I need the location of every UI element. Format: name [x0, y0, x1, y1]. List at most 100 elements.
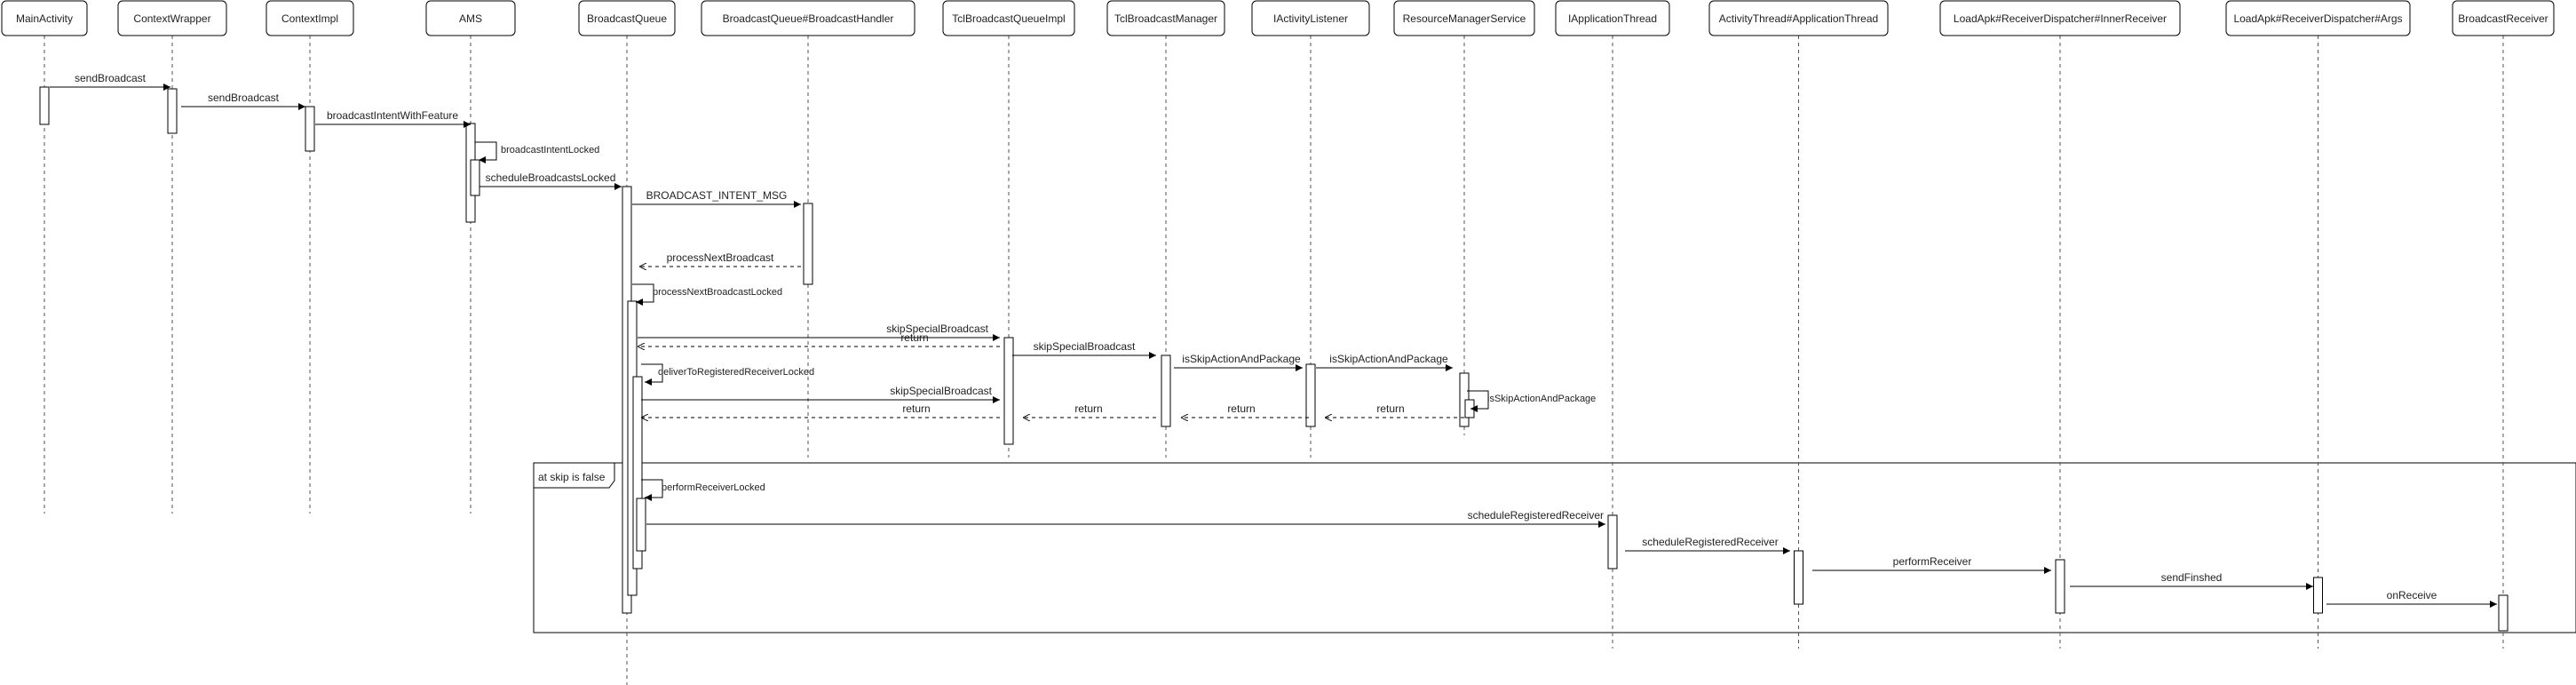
self-message-arrow	[1467, 390, 1489, 412]
activation-bqh	[803, 203, 813, 285]
activation-args	[2313, 577, 2323, 614]
message-11: isSkipActionAndPackage	[1174, 353, 1303, 371]
messages: sendBroadcast sendBroadcast broadcastInten…	[50, 72, 2497, 608]
activation-ams	[470, 159, 480, 196]
activation-bars	[39, 86, 2509, 632]
activation-bq	[636, 498, 646, 552]
participant-box	[117, 0, 227, 36]
participant-label: LoadApk#ReceiverDispatcher#InnerReceiver	[1954, 12, 2167, 25]
message-label: return	[900, 331, 928, 344]
message-label: performReceiverLocked	[662, 482, 765, 493]
participant-bq: BroadcastQueue	[578, 0, 676, 36]
participant-label: ActivityThread#ApplicationThread	[1719, 12, 1878, 25]
message-label: scheduleRegisteredReceiver	[1642, 536, 1778, 548]
message-5: BROADCAST_INTENT_MSG	[632, 189, 801, 208]
message-label: processNextBroadcastLocked	[653, 287, 782, 298]
message-label: isSkipActionAndPackage	[1487, 394, 1596, 404]
message-16: return	[1325, 402, 1464, 418]
message-7: processNextBroadcastLocked	[632, 283, 782, 306]
message-label: isSkipActionAndPackage	[1182, 353, 1301, 365]
message-label: scheduleRegisteredReceiver	[1468, 509, 1604, 522]
message-label: return	[1227, 402, 1255, 415]
activation-tbqi	[1003, 337, 1014, 445]
message-6: processNextBroadcast	[639, 251, 801, 267]
message-17: return	[1181, 402, 1309, 418]
message-14: deliverToRegisteredReceiverLocked	[641, 363, 814, 386]
message-4: scheduleBroadcastsLocked	[480, 171, 622, 190]
message-label: performReceiver	[1893, 555, 1972, 568]
activation-main	[39, 86, 50, 125]
participant-box	[266, 0, 354, 36]
participant-box	[1708, 0, 1889, 36]
activation-ci	[305, 106, 315, 152]
participant-box	[1393, 0, 1535, 36]
self-message-arrow	[641, 363, 663, 386]
message-label: sendFinshed	[2161, 571, 2223, 584]
participant-box	[2225, 0, 2411, 36]
message-24: sendFinshed	[2070, 571, 2313, 590]
message-3: broadcastIntentLocked	[475, 141, 599, 163]
participant-at: ActivityThread#ApplicationThread	[1708, 0, 1889, 36]
message-label: broadcastIntentLocked	[501, 145, 599, 155]
message-19: return	[641, 402, 1000, 418]
participant-box	[2452, 0, 2555, 36]
participant-label: AMS	[459, 12, 482, 25]
activation-tbm	[1161, 354, 1171, 427]
message-9: return	[638, 331, 1000, 346]
message-label: onReceive	[2387, 589, 2437, 601]
participant-rms: ResourceManagerService	[1393, 0, 1535, 36]
alt-frame-tab	[534, 463, 615, 489]
message-22: scheduleRegisteredReceiver	[1625, 536, 1790, 554]
participant-label: ResourceManagerService	[1403, 12, 1526, 25]
message-label: scheduleBroadcastsLocked	[486, 171, 616, 184]
participant-box	[1106, 0, 1225, 36]
participant-label: ContextImpl	[281, 12, 338, 25]
participant-cw: ContextWrapper	[117, 0, 227, 36]
alt-frame-box	[533, 462, 2576, 633]
message-label: sendBroadcast	[208, 92, 280, 104]
message-label: processNextBroadcast	[667, 251, 774, 264]
self-message-arrow	[641, 479, 663, 501]
participant-label: BroadcastReceiver	[2458, 12, 2548, 25]
activation-ial	[1305, 363, 1316, 427]
alt-frame: at skip is false	[533, 462, 2576, 633]
participant-main: MainActivity	[1, 0, 88, 36]
self-message-arrow	[475, 141, 497, 163]
message-10: skipSpecialBroadcast	[1012, 340, 1156, 359]
message-label: deliverToRegisteredReceiverLocked	[658, 367, 814, 378]
participant-label: MainActivity	[16, 12, 73, 25]
activation-ir	[2055, 559, 2065, 614]
alt-frame-label: at skip is false	[538, 471, 606, 483]
participant-label: IApplicationThread	[1568, 12, 1657, 25]
participant-label: IActivityListener	[1273, 12, 1348, 25]
participant-box	[701, 0, 915, 36]
message-label: broadcastIntentWithFeature	[327, 109, 458, 122]
participant-box	[1, 0, 88, 36]
activation-bq	[632, 376, 643, 570]
message-25: onReceive	[2326, 589, 2497, 608]
participant-ir: LoadApk#ReceiverDispatcher#InnerReceiver	[1939, 0, 2181, 36]
message-label: sendBroadcast	[75, 72, 147, 84]
message-1: sendBroadcast	[181, 92, 305, 110]
participant-ams: AMS	[425, 0, 516, 36]
message-13: isSkipActionAndPackage	[1467, 390, 1596, 412]
message-label: skipSpecialBroadcast	[890, 385, 992, 397]
participant-br: BroadcastReceiver	[2452, 0, 2555, 36]
participant-box	[1251, 0, 1370, 36]
message-label: skipSpecialBroadcast	[1034, 340, 1136, 353]
participant-box	[1939, 0, 2181, 36]
activation-cw	[167, 88, 178, 134]
participant-label: LoadApk#ReceiverDispatcher#Args	[2233, 12, 2402, 25]
message-8: skipSpecialBroadcast	[638, 323, 1000, 341]
participant-box	[578, 0, 676, 36]
participant-iat: IApplicationThread	[1555, 0, 1670, 36]
message-23: performReceiver	[1812, 555, 2051, 574]
participant-ci: ContextImpl	[266, 0, 354, 36]
message-15: skipSpecialBroadcast	[641, 385, 1000, 403]
participant-label: TclBroadcastManager	[1114, 12, 1217, 25]
message-2: broadcastIntentWithFeature	[315, 109, 471, 128]
message-12: isSkipActionAndPackage	[1316, 353, 1453, 371]
participant-ial: IActivityListener	[1251, 0, 1370, 36]
participant-label: TclBroadcastQueueImpl	[952, 12, 1065, 25]
